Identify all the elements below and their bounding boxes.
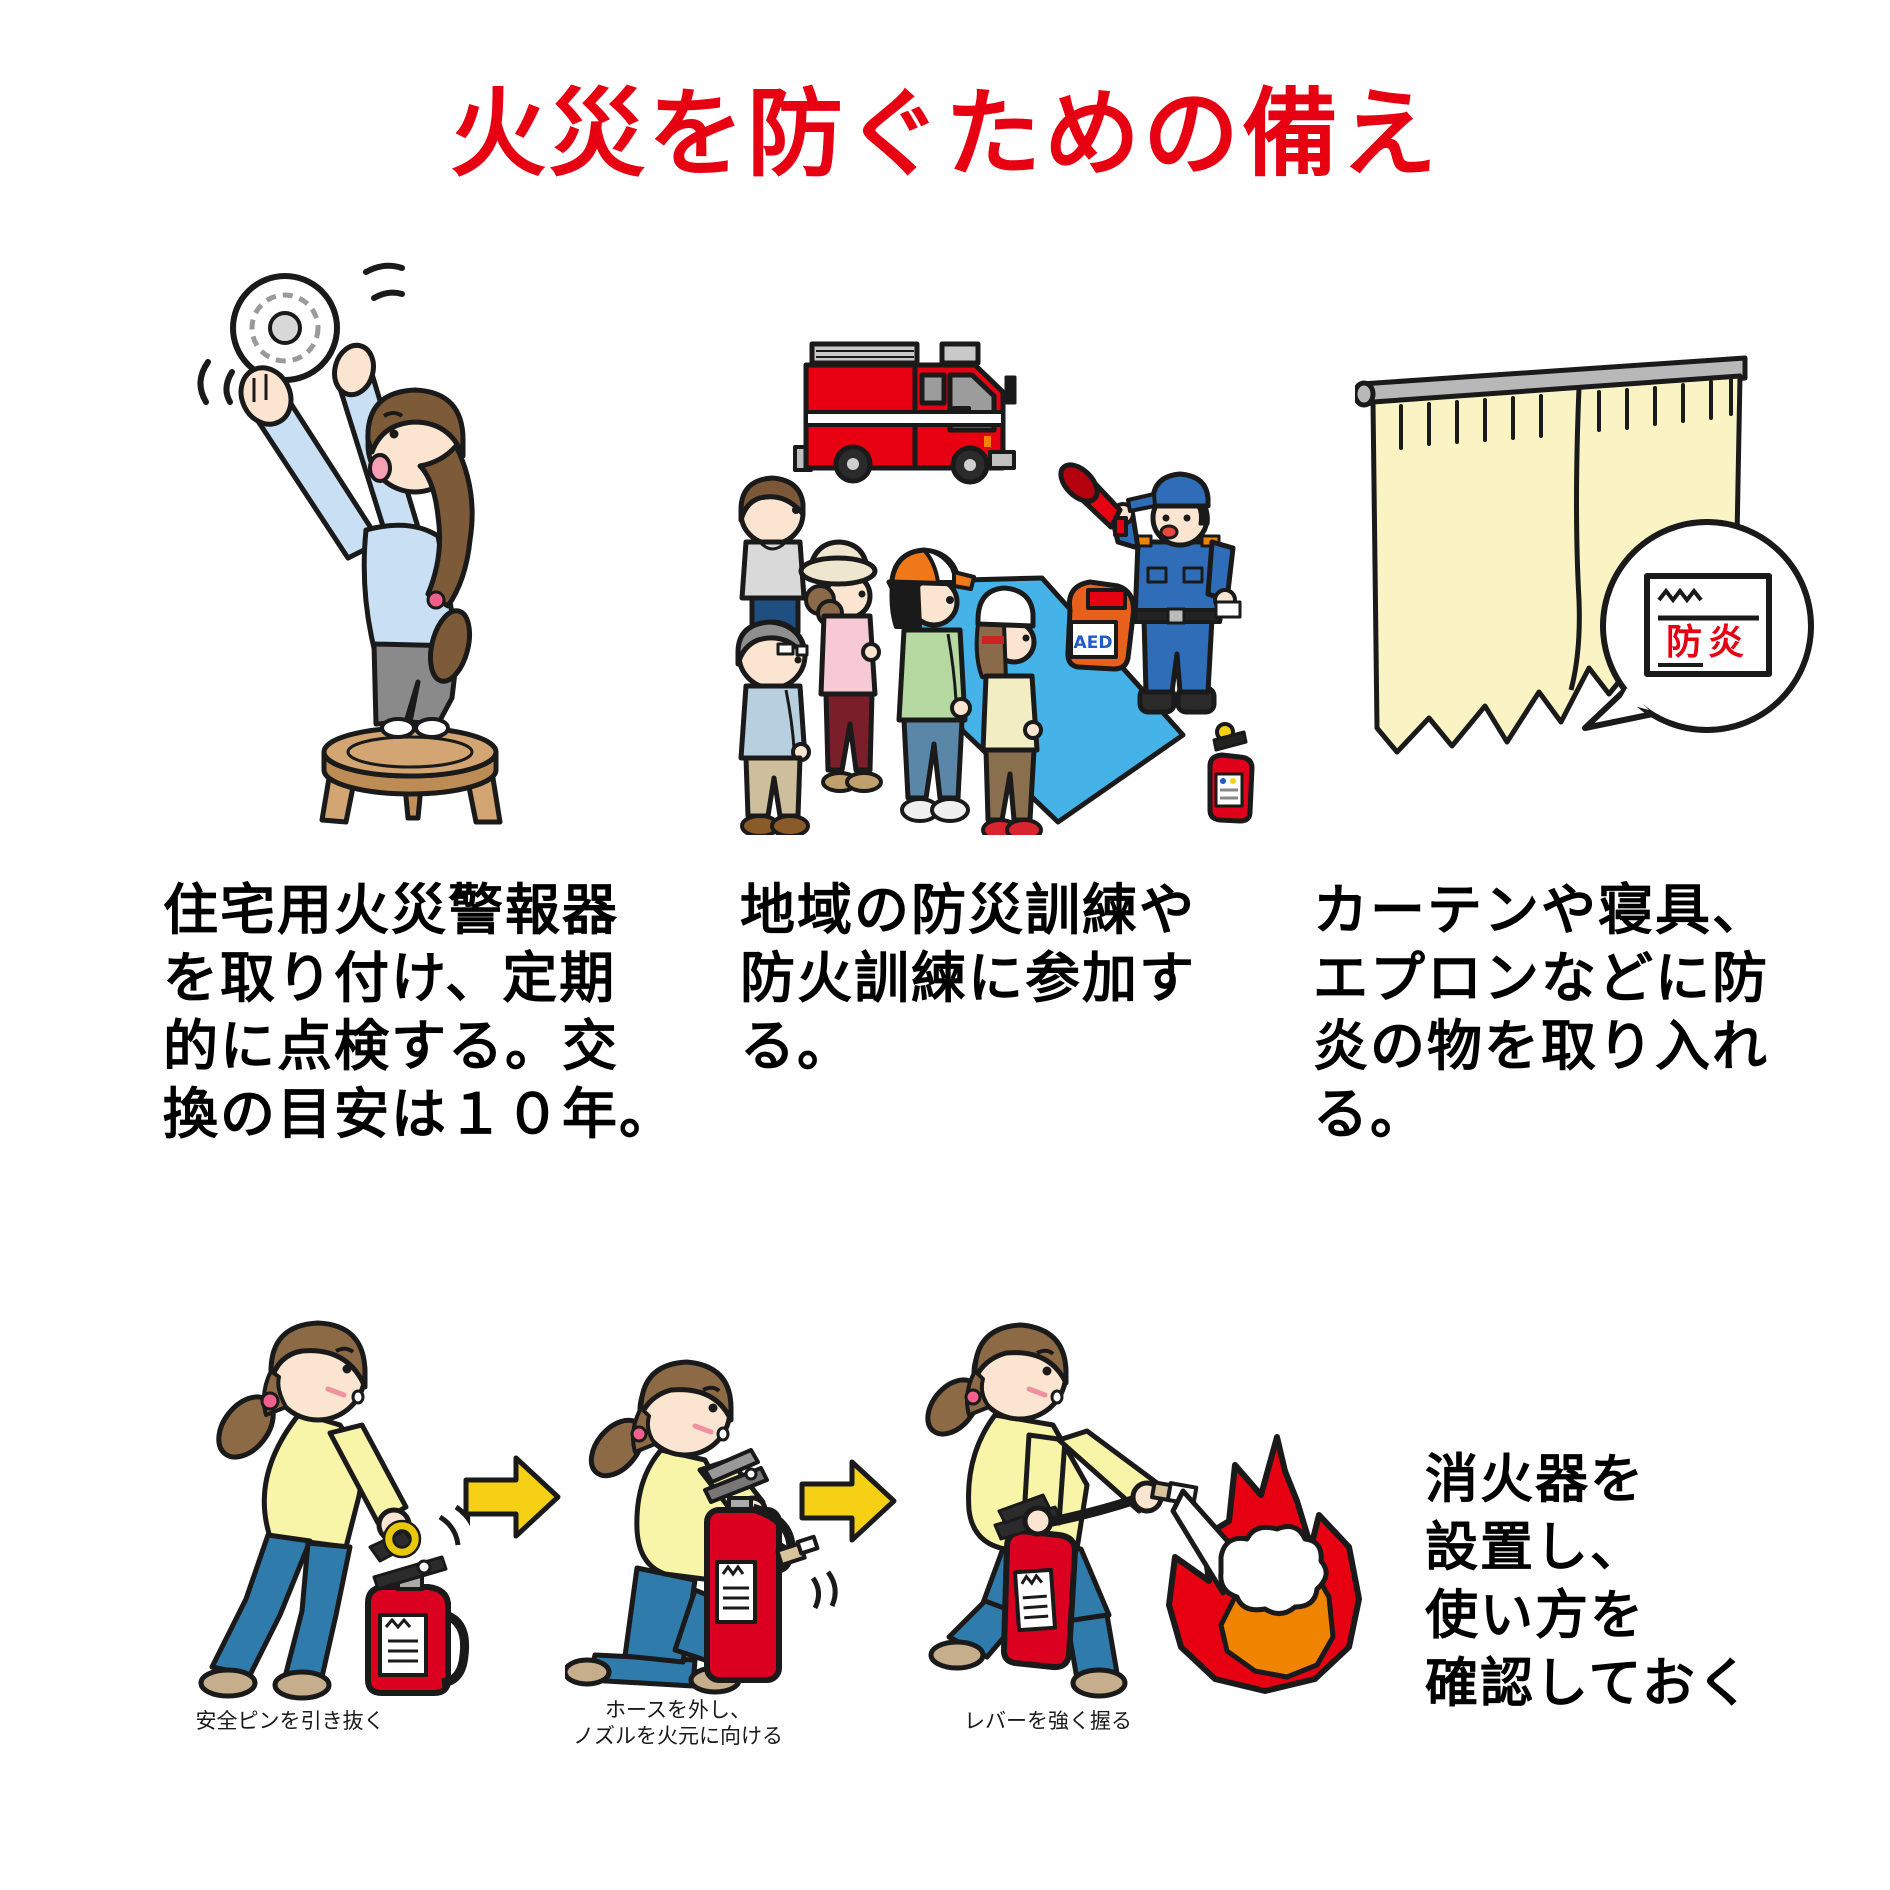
hand-on-lever: [1022, 1505, 1054, 1537]
woman-figure: [198, 1320, 412, 1701]
pull-pin-icon: [198, 1320, 479, 1701]
arrow-right-icon-1: [462, 1452, 562, 1542]
arrow-right-icon-2: [798, 1456, 898, 1546]
megaphone-icon: [1058, 462, 1128, 537]
curtain-rail: [1352, 355, 1748, 408]
firefighter-with-megaphone: [1058, 462, 1242, 715]
speech-bubble: 防炎: [1582, 519, 1814, 733]
drill-extinguisher-icon: [1207, 722, 1255, 824]
aim-nozzle-icon: [562, 1359, 838, 1695]
fire-extinguisher-icon: [365, 1504, 479, 1696]
fire-drill-illustration: AED: [620, 280, 1260, 842]
crowd: [735, 475, 1043, 842]
fire-extinguisher-icon: [703, 1448, 838, 1683]
extinguisher-step3-illustration: [925, 1285, 1405, 1700]
hose: [1044, 1494, 1139, 1528]
spray-foam: [1170, 1488, 1329, 1616]
community-fire-drill-icon: AED: [735, 341, 1255, 842]
aed-bag-icon: AED: [1065, 579, 1136, 672]
girl-in-helmet: [974, 585, 1043, 842]
fireproof-curtain-illustration: 防炎: [1352, 290, 1865, 775]
woman-installing-smoke-alarm-icon: [197, 262, 503, 825]
extinguisher-step2-illustration: [562, 1350, 845, 1695]
boy-in-cap: [889, 547, 976, 823]
fireproof-tag-label: 防炎: [1666, 622, 1750, 663]
fire-truck-icon: [793, 341, 1017, 485]
squeeze-lever-icon: [925, 1322, 1362, 1699]
safety-pin-ring: [384, 1521, 420, 1557]
step2-caption: ホースを外し、 ノズルを火元に向ける: [573, 1698, 783, 1748]
extinguisher-step1-illustration: [150, 1285, 479, 1705]
fire-extinguisher-icon: [993, 1480, 1199, 1671]
smoke-detector-icon: [197, 262, 405, 405]
curtain-with-tag-icon: 防炎: [1352, 355, 1814, 755]
fire-drill-text: 地域の防災訓練や 防火訓練に参加す る。: [740, 878, 1197, 1078]
smoke-alarm-illustration: [170, 250, 560, 825]
page-title: 火災を防ぐための備え: [450, 78, 1440, 190]
step1-caption: 安全ピンを引き抜く: [195, 1709, 385, 1733]
fireproof-items-text: カーテンや寝具、 エプロンなどに防 炎の物を取り入れ る。: [1313, 878, 1770, 1146]
smoke-alarm-text: 住宅用火災警報器 を取り付け、定期 的に点検する。交 換の目安は１０年。: [163, 878, 677, 1146]
woman-in-straw-hat: [798, 539, 883, 793]
man-in-hoodie: [738, 475, 807, 635]
elderly-man: [735, 619, 811, 838]
woman-figure: [238, 342, 475, 739]
step3-caption: レバーを強く握る: [964, 1709, 1132, 1733]
fireproof-tag: 防炎: [1644, 573, 1772, 677]
extinguisher-note: 消火器を 設置し、 使い方を 確認しておく: [1425, 1449, 1752, 1714]
aed-label: AED: [1074, 633, 1113, 653]
stool: [319, 725, 503, 825]
